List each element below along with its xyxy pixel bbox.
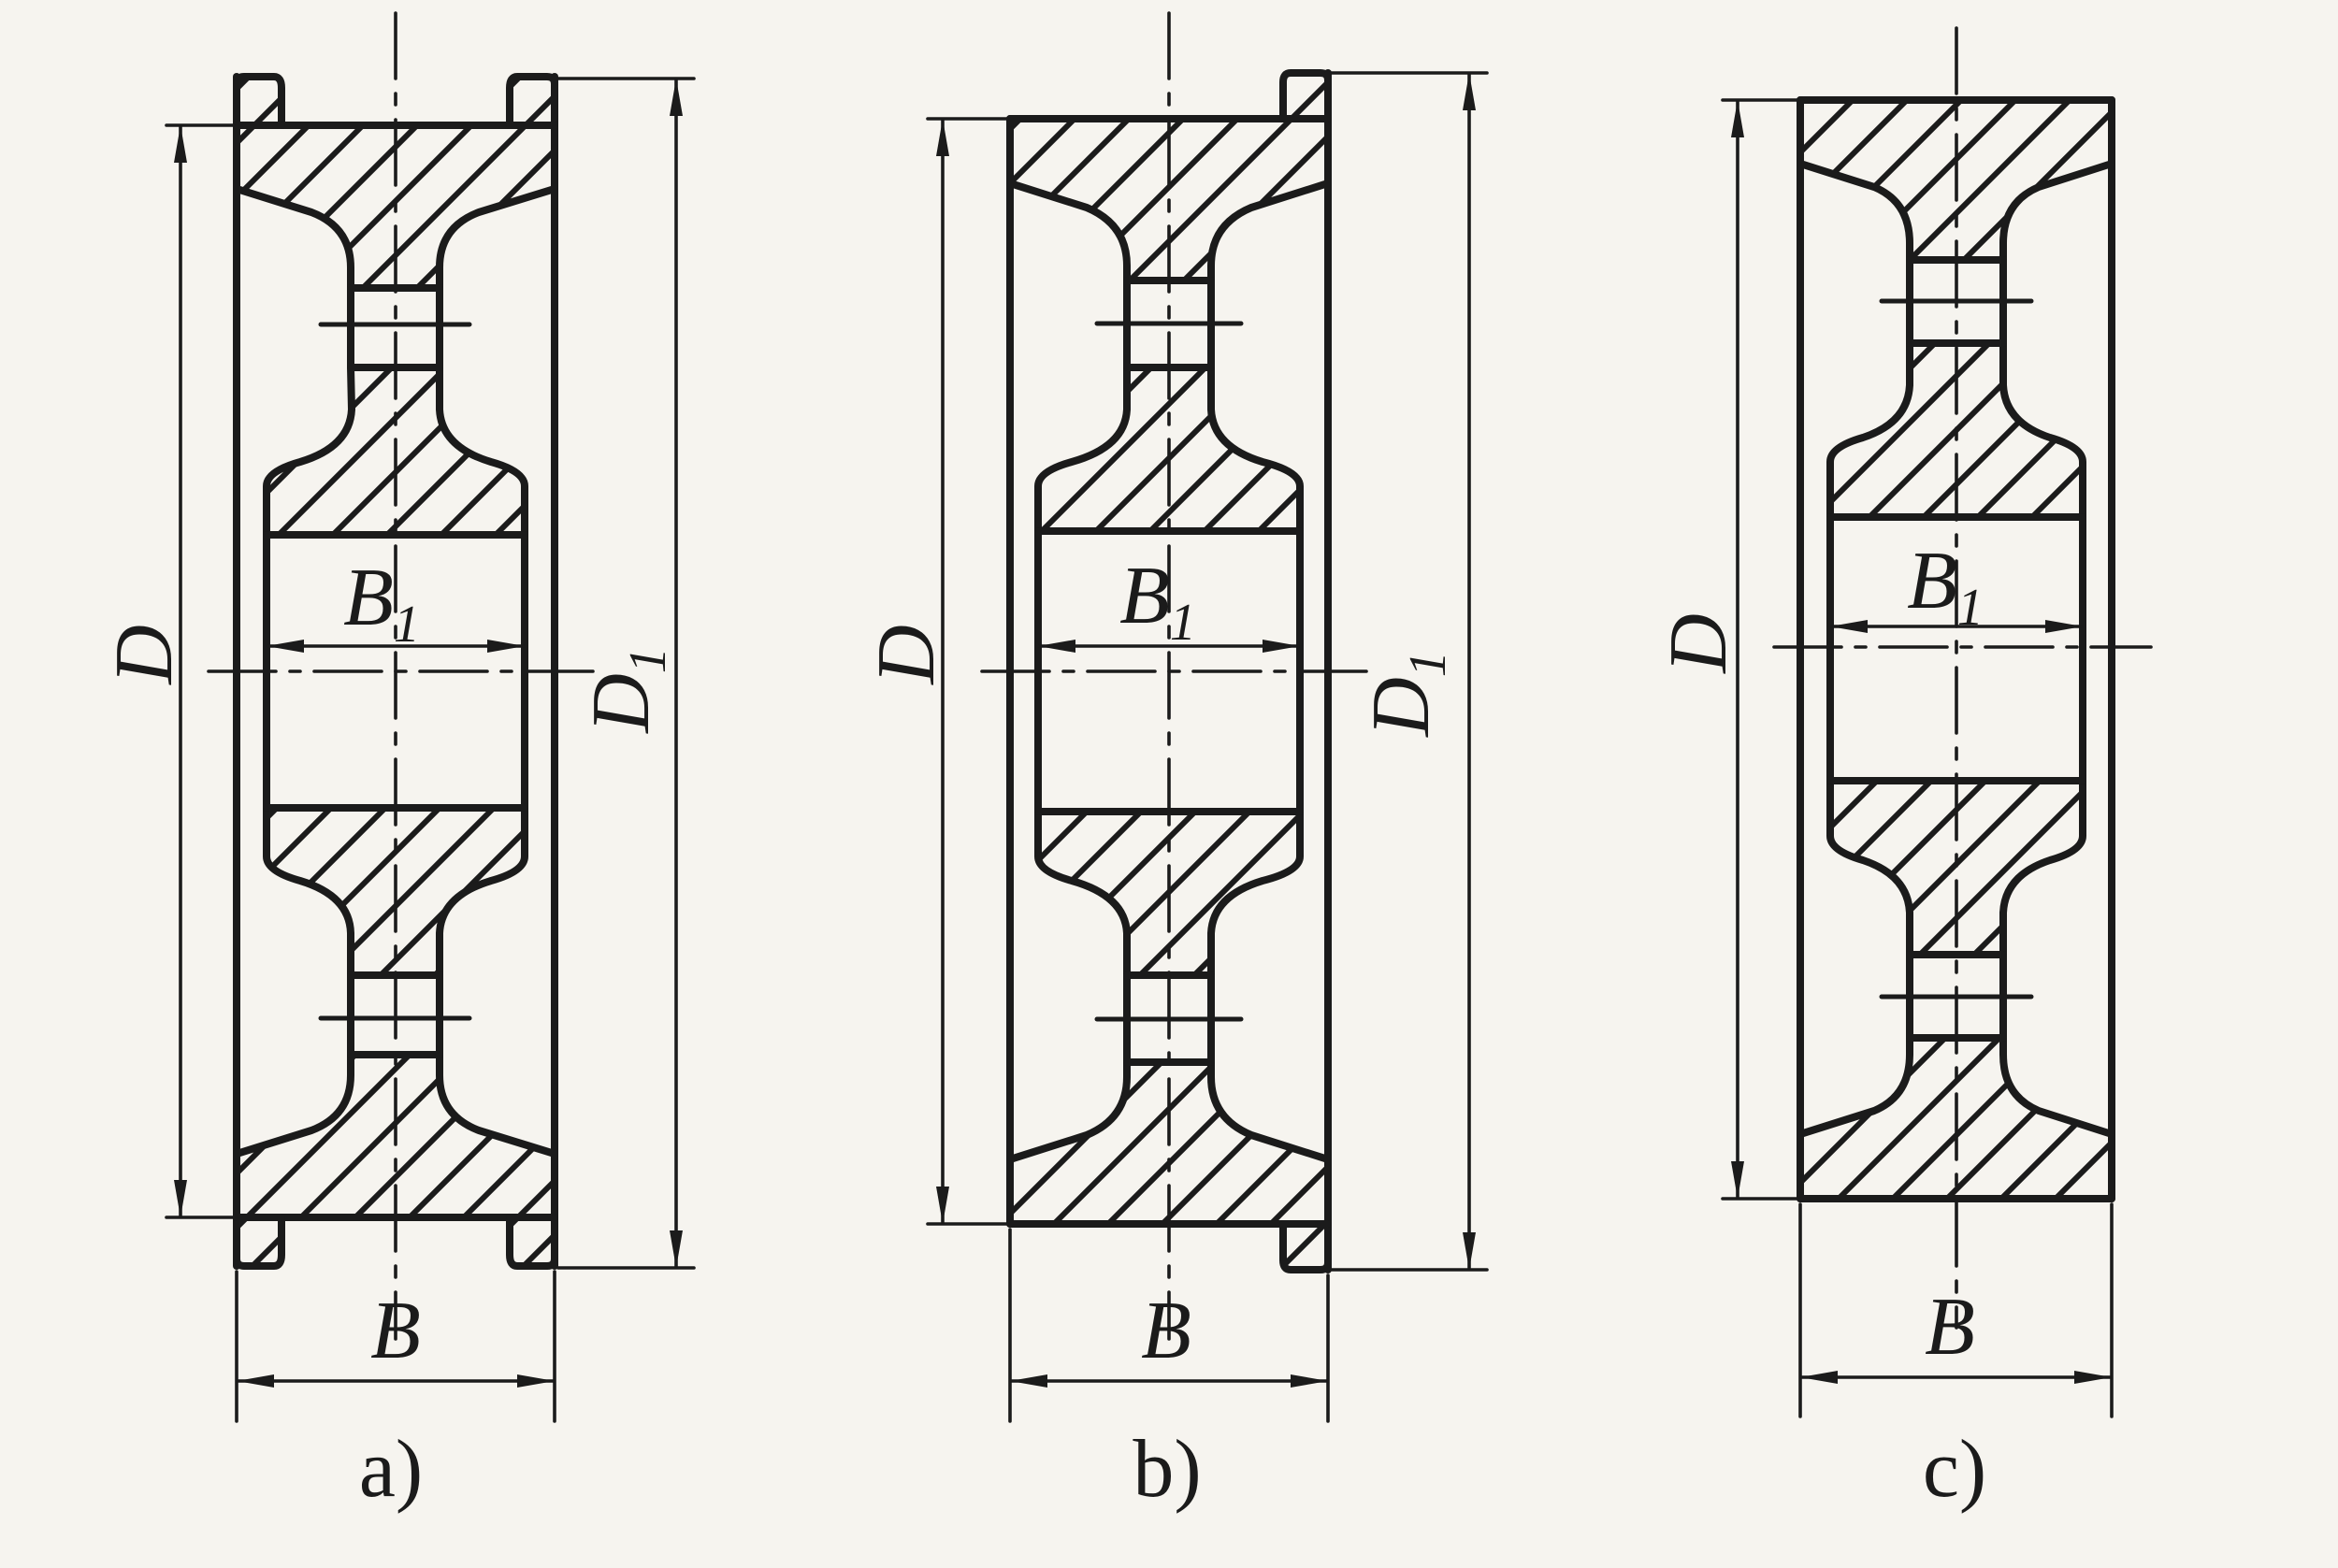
rim-section-top (1797, 96, 2115, 264)
rim-section-bottom (1006, 1058, 1332, 1273)
rim-section-bottom (233, 1051, 558, 1270)
rim-lip-base-lines (233, 122, 558, 1221)
arm-window-bottom (347, 971, 443, 1058)
caption-b: b) (1133, 1424, 1201, 1515)
label-D: D (99, 625, 190, 685)
arm-window-top (347, 284, 443, 371)
rim-section-top (233, 73, 558, 292)
label-B: B (370, 1286, 421, 1376)
caption-c: c) (1923, 1424, 1986, 1515)
caption-a: a) (359, 1424, 423, 1515)
label-D1: D1 (576, 647, 677, 734)
label-D: D (1653, 613, 1744, 674)
label-B: B (1141, 1286, 1191, 1376)
rim-lip-base-lines (1279, 115, 1332, 1228)
rim-section-top (1006, 69, 1332, 284)
rim-section-bottom (1797, 1034, 2115, 1202)
extension-lines-D1 (1330, 71, 1489, 1272)
panel-a-pulley-flanges-both-sides: D D1 B B1 a) (99, 11, 696, 1515)
extension-lines-B (1008, 1228, 1330, 1423)
label-B: B (1925, 1282, 1975, 1373)
label-B1: B1 (1119, 551, 1196, 652)
label-D1: D1 (1356, 651, 1457, 738)
label-B1: B1 (343, 553, 420, 654)
extension-lines-B (235, 1270, 556, 1423)
panel-b-pulley-flange-one-side: D D1 B B1 b) (861, 11, 1489, 1515)
label-D: D (861, 625, 952, 685)
label-B1: B1 (1907, 536, 1984, 637)
panel-c-pulley-no-flanges: D B B1 c) (1653, 26, 2153, 1515)
